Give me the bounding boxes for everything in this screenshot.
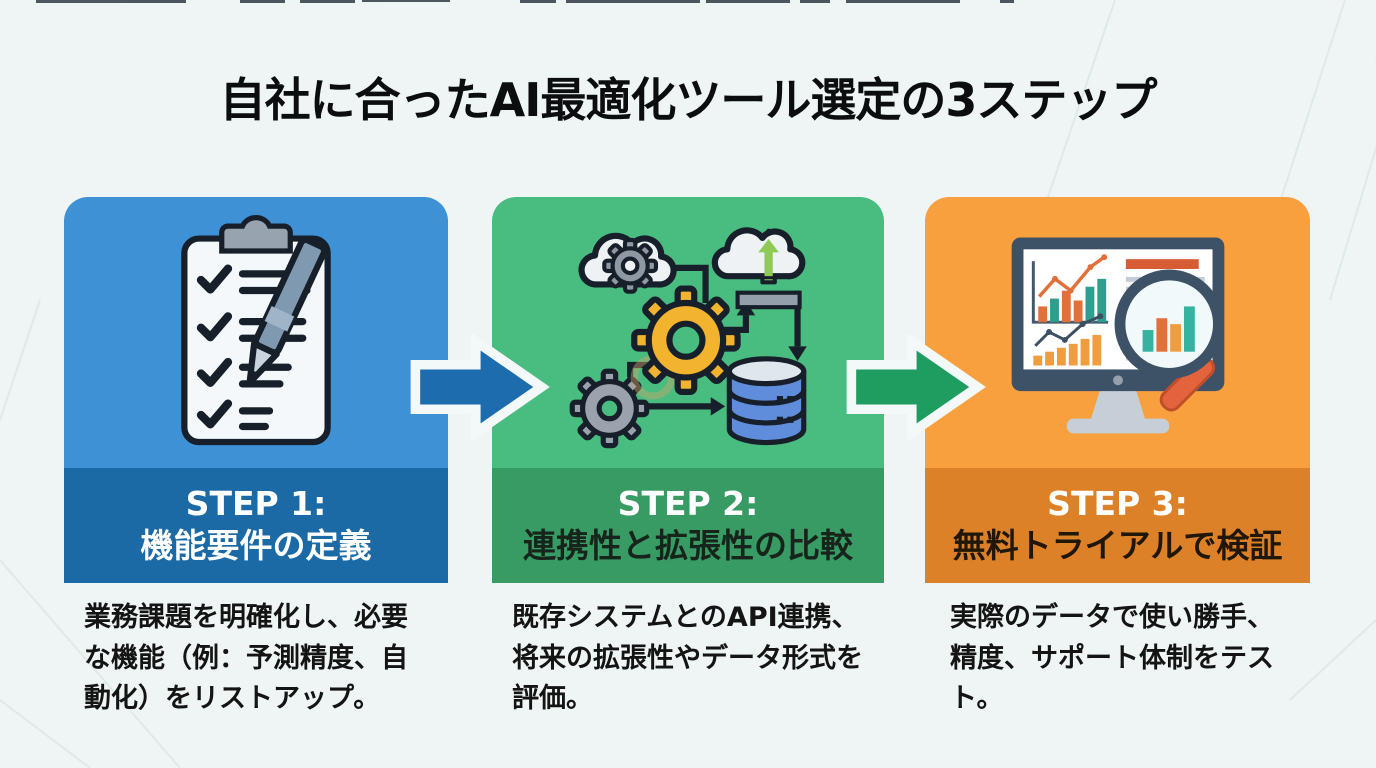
step2-icon-area <box>492 197 884 468</box>
step2-header-band: STEP 2: 連携性と拡張性の比較 <box>492 468 884 583</box>
step1-header-band: STEP 1: 機能要件の定義 <box>64 468 448 583</box>
step3-label: STEP 3: <box>1047 484 1188 524</box>
step-card-2: STEP 2: 連携性と拡張性の比較 <box>492 197 884 583</box>
clipboard-checklist-pen-icon <box>181 215 331 446</box>
top-edge-artifact <box>36 0 1014 3</box>
arrow-step1-to-step2-icon <box>410 334 550 440</box>
arrow-step2-to-step3-icon <box>846 334 986 440</box>
page-title: 自社に合ったAI最適化ツール選定の3ステップ <box>219 73 1158 127</box>
step2-label: STEP 2: <box>617 484 759 524</box>
step1-icon-area <box>64 197 448 468</box>
step3-description: 実際のデータで使い勝手、精度、サポート体制をテスト。 <box>950 602 1274 714</box>
step1-description: 業務課題を明確化し、必要な機能（例：予測精度、自動化）をリストアップ。 <box>84 602 408 714</box>
step1-heading: 機能要件の定義 <box>140 525 372 565</box>
gears-cloud-database-icon <box>569 226 807 448</box>
step3-header-band: STEP 3: 無料トライアルで検証 <box>925 468 1310 583</box>
step3-icon-area <box>925 197 1310 468</box>
step2-heading: 連携性と拡張性の比較 <box>523 525 853 565</box>
step-card-3: STEP 3: 無料トライアルで検証 <box>925 197 1310 583</box>
step3-heading: 無料トライアルで検証 <box>952 525 1283 565</box>
step2-description: 既存システムとのAPI連携、将来の拡張性やデータ形式を評価。 <box>512 602 863 714</box>
monitor-analytics-magnifier-icon <box>1011 236 1224 433</box>
step1-label: STEP 1: <box>185 484 327 524</box>
step-card-1: STEP 1: 機能要件の定義 <box>64 197 448 583</box>
